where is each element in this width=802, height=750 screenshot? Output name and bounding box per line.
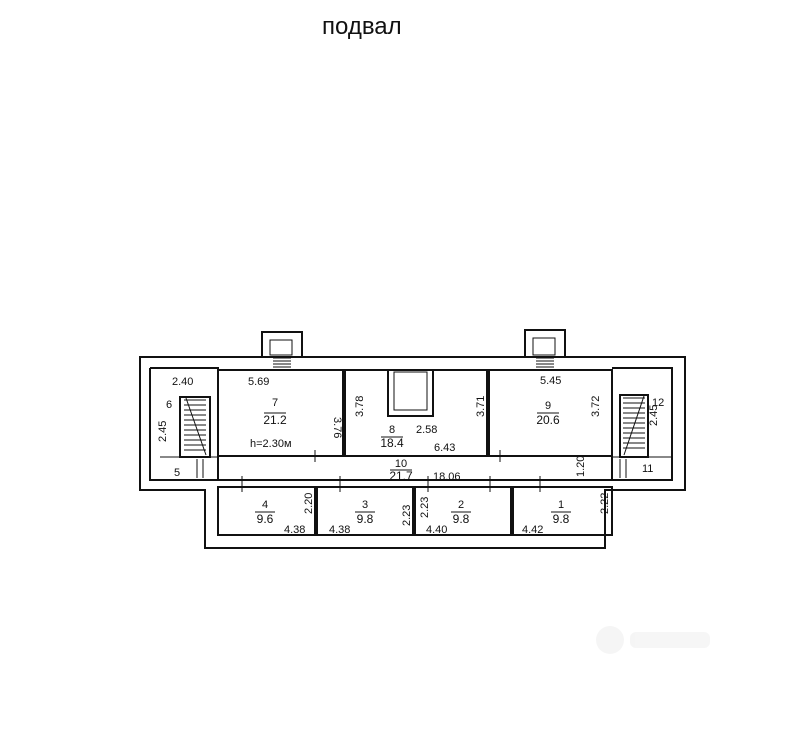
right-top-stair-steps — [536, 357, 554, 368]
room-3-area: 9.8 — [357, 512, 374, 526]
room-4-area: 9.6 — [257, 512, 274, 526]
dim-2-40: 2.40 — [172, 376, 193, 388]
room-1-number: 1 — [558, 499, 564, 511]
left-stair-block — [179, 396, 211, 458]
room-3-outline — [316, 486, 414, 536]
dim-4-40: 4.40 — [426, 524, 447, 536]
room-8-number: 8 — [389, 424, 395, 436]
outer-wall — [139, 356, 686, 549]
room-2-area: 9.8 — [453, 512, 470, 526]
door-marks — [196, 450, 627, 492]
dim-5-45: 5.45 — [540, 375, 561, 387]
dim-2-23-a: 2.23 — [401, 505, 413, 526]
room-7-number: 7 — [272, 397, 278, 409]
dim-2-58: 2.58 — [416, 424, 437, 436]
dim-3-76: 3.76 — [331, 417, 343, 438]
dim-2-45-left: 2.45 — [157, 421, 169, 442]
dim-3-72: 3.72 — [590, 396, 602, 417]
room-2-outline — [414, 486, 512, 536]
dim-2-45-right: 2.45 — [648, 405, 660, 426]
room-8-outline — [344, 369, 488, 457]
room-9-number: 9 — [545, 400, 551, 412]
room-10-number: 10 — [395, 458, 407, 470]
room-10-area: 21.7 — [389, 469, 413, 483]
left-stair-steps — [184, 397, 207, 456]
room-2-number: 2 — [458, 499, 464, 511]
room-8-shaft-inner — [393, 371, 428, 411]
corridor-10-outline — [217, 455, 613, 481]
dim-4-38-a: 4.38 — [284, 524, 305, 536]
dim-18-06: 18.06 — [433, 471, 461, 483]
room-1-outline — [512, 486, 613, 536]
watermark-logo — [596, 626, 710, 654]
dim-4-38-b: 4.38 — [329, 524, 350, 536]
room-9-area: 20.6 — [536, 413, 560, 427]
dim-3-78: 3.78 — [354, 396, 366, 417]
room-4-number: 4 — [262, 499, 268, 511]
room-8-area: 18.4 — [380, 436, 404, 450]
dim-2-20: 2.20 — [303, 493, 315, 514]
dim-1-20: 1.20 — [575, 456, 587, 477]
dim-6-43: 6.43 — [434, 442, 455, 454]
right-stair-steps — [623, 395, 645, 456]
height-note: h=2.30м — [250, 438, 292, 450]
right-top-stair-inner — [532, 337, 556, 356]
inner-wall — [149, 367, 673, 481]
room-4-outline — [217, 486, 316, 536]
room-3-number: 3 — [362, 499, 368, 511]
room-8-shaft — [387, 369, 434, 417]
room-5-number: 5 — [174, 467, 180, 479]
room-12-number: 12 — [652, 397, 664, 409]
room-11-number: 11 — [642, 463, 653, 475]
dim-2-22: 2.22 — [599, 493, 611, 514]
dim-4-42: 4.42 — [522, 524, 543, 536]
plan-title: подвал — [322, 13, 402, 40]
right-top-stair-bump — [524, 329, 566, 357]
dim-3-71: 3.71 — [475, 396, 487, 417]
room-6-number: 6 — [166, 399, 172, 411]
dim-2-23-b: 2.23 — [419, 497, 431, 518]
dim-5-69: 5.69 — [248, 376, 269, 388]
left-top-stair-bump — [261, 331, 303, 357]
room-7-area: 21.2 — [263, 413, 287, 427]
room-1-area: 9.8 — [553, 512, 570, 526]
left-top-stair-inner — [269, 339, 293, 356]
left-top-stair-steps — [273, 357, 291, 368]
